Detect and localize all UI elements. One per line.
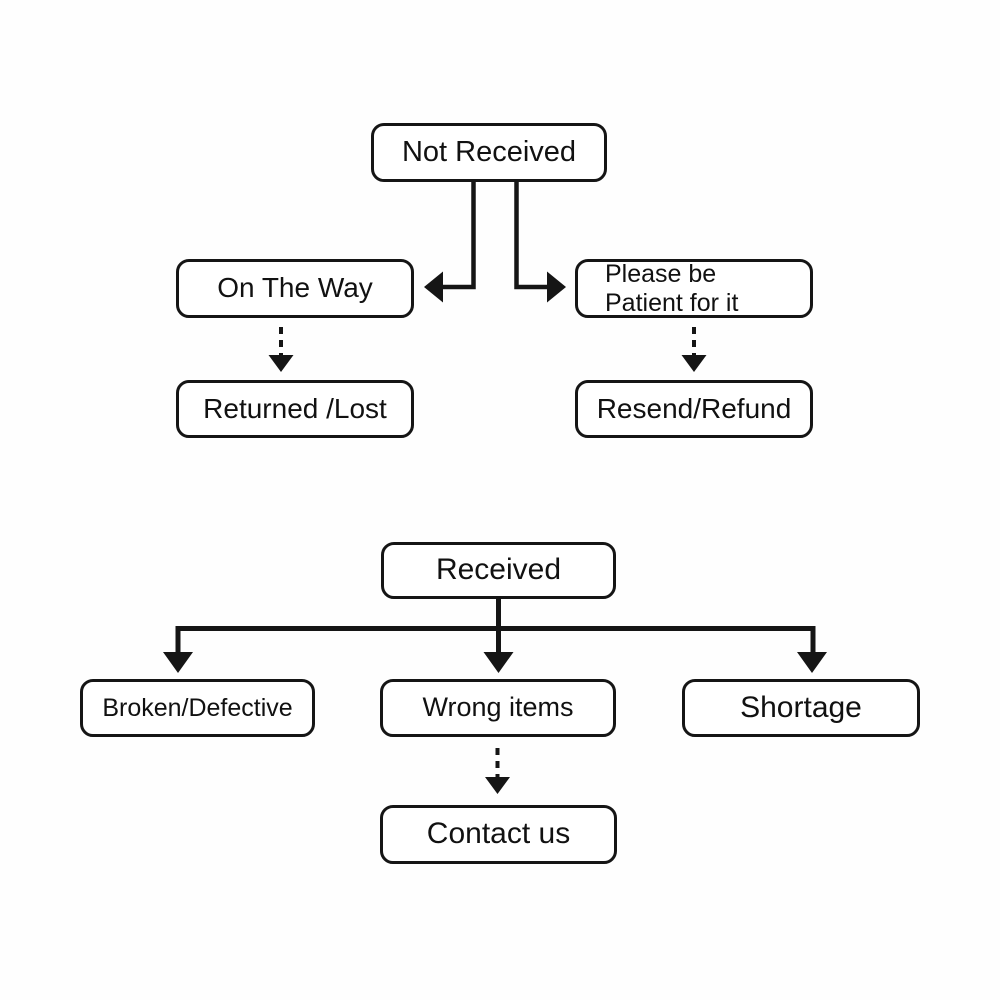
node-please-be-patient: Please be Patient for it	[575, 259, 813, 318]
node-wrong-items-label: Wrong items	[422, 692, 574, 723]
node-returned-lost-label: Returned /Lost	[203, 392, 387, 424]
node-on-the-way-label: On The Way	[217, 272, 373, 304]
arrowhead-down-icon	[797, 652, 827, 673]
node-contact-us: Contact us	[380, 805, 617, 864]
arrowhead-down-icon	[485, 777, 510, 794]
arrowhead-left-icon	[424, 271, 443, 303]
edge-wrong-items-to-contact-us	[485, 748, 510, 794]
node-broken-defective-label: Broken/Defective	[102, 693, 293, 722]
arrowhead-right-icon	[547, 271, 566, 303]
arrowhead-down-icon	[483, 652, 514, 673]
node-returned-lost: Returned /Lost	[176, 380, 414, 438]
node-resend-refund: Resend/Refund	[575, 380, 813, 438]
node-contact-us-label: Contact us	[426, 817, 571, 851]
node-resend-refund-label: Resend/Refund	[596, 392, 792, 424]
node-not-received: Not Received	[371, 123, 607, 182]
edge-please-be-patient-to-resend-refund	[681, 327, 707, 372]
edge-on-the-way-to-returned-lost	[268, 327, 294, 372]
node-received-label: Received	[435, 553, 562, 587]
arrowhead-down-icon	[163, 652, 193, 673]
node-broken-defective: Broken/Defective	[80, 679, 315, 737]
node-please-be-patient-label: Please be Patient for it	[605, 259, 739, 317]
edge-received-distributor	[163, 599, 827, 673]
node-shortage: Shortage	[682, 679, 920, 737]
edge-not-received-to-please-be-patient	[514, 182, 566, 303]
node-shortage-label: Shortage	[740, 690, 862, 724]
edge-not-received-to-on-the-way	[424, 182, 476, 303]
node-received: Received	[381, 542, 616, 599]
node-wrong-items: Wrong items	[380, 679, 616, 737]
arrowhead-down-icon	[681, 355, 707, 372]
arrowhead-down-icon	[268, 355, 294, 372]
node-not-received-label: Not Received	[401, 135, 577, 168]
node-on-the-way: On The Way	[176, 259, 414, 318]
